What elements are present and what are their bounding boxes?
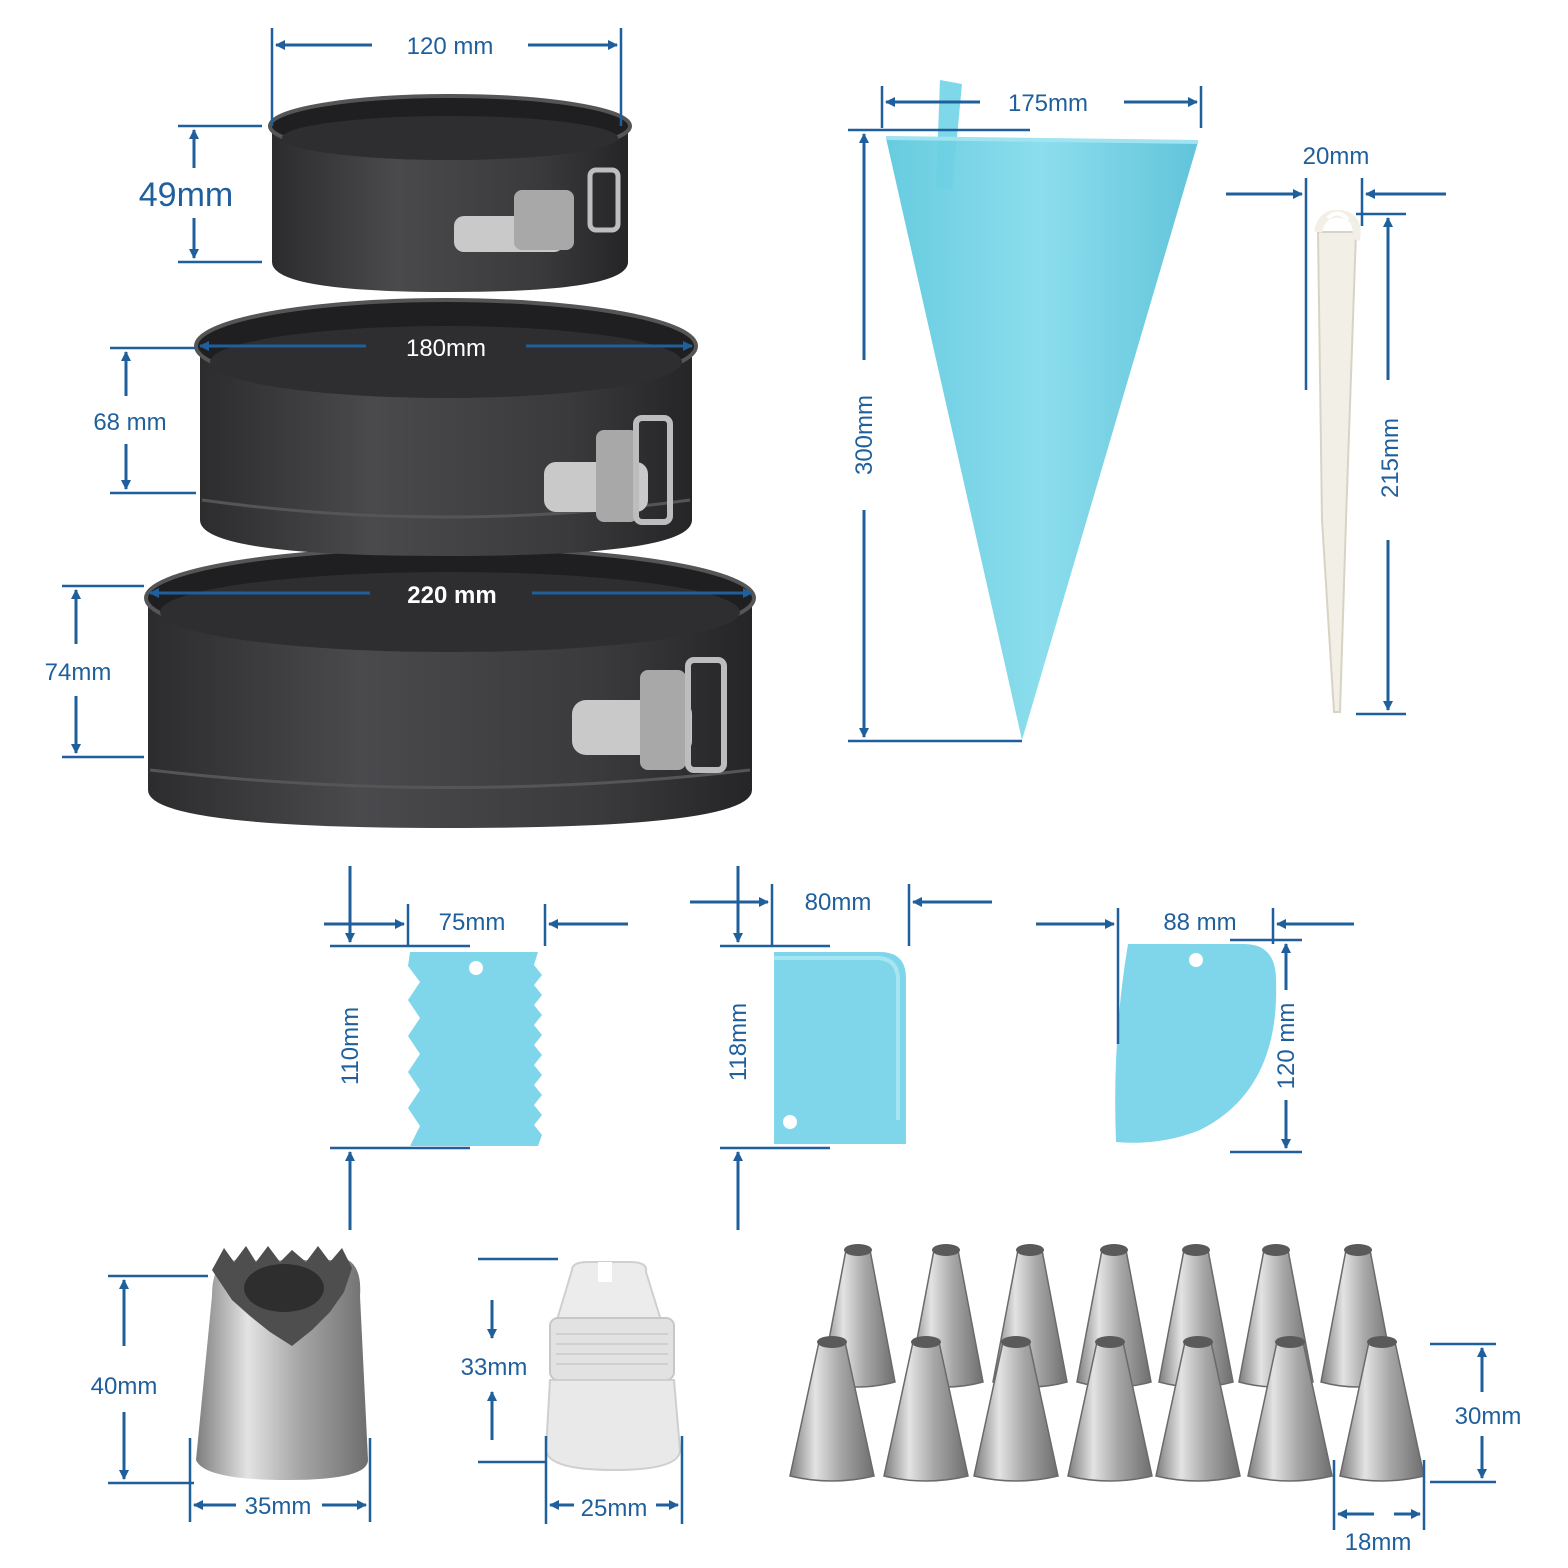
label-small-nozzle-height: 30mm — [1455, 1403, 1522, 1430]
dim-scraper-rect-height: 118mm — [720, 866, 830, 1230]
label-pan-medium-height: 68 mm — [93, 409, 166, 436]
small-nozzle — [1247, 1336, 1333, 1482]
dim-small-nozzle-height: 30mm — [1430, 1342, 1522, 1484]
dim-coupler-width: 25mm — [544, 1436, 684, 1524]
label-big-nozzle-width: 35mm — [245, 1493, 312, 1520]
dim-pan-small-height: 49mm — [139, 124, 262, 264]
label-pan-small-width: 120 mm — [407, 33, 494, 60]
dim-bag-width: 175mm — [880, 86, 1203, 128]
dim-big-nozzle-width: 35mm — [188, 1438, 372, 1522]
dim-pan-large-height: 74mm — [45, 584, 144, 759]
dim-comb-width: 75mm — [324, 904, 628, 946]
rectangular-scraper — [774, 952, 906, 1144]
label-small-nozzle-width: 18mm — [1345, 1529, 1412, 1556]
small-nozzle — [883, 1336, 969, 1482]
label-coupler-height: 33mm — [461, 1354, 528, 1381]
label-scraper-rect-height: 118mm — [725, 1003, 752, 1081]
label-big-nozzle-height: 40mm — [91, 1373, 158, 1400]
label-pan-large-width: 220 mm — [407, 582, 496, 609]
label-comb-height: 110mm — [337, 1007, 364, 1085]
dim-pan-medium-width: 180mm — [199, 335, 693, 362]
label-pan-medium-width: 180mm — [406, 335, 486, 362]
dim-scribe-length: 215mm — [1356, 212, 1406, 716]
dim-big-nozzle-height: 40mm — [91, 1274, 208, 1485]
dim-scribe-width: 20mm — [1226, 143, 1446, 390]
label-scribe-length: 215mm — [1377, 418, 1404, 498]
springform-pan-small — [268, 94, 632, 292]
small-nozzle — [1155, 1336, 1241, 1482]
large-piping-nozzle — [196, 1246, 368, 1480]
dim-pan-large-width: 220 mm — [149, 582, 753, 609]
label-scraper-round-width: 88 mm — [1163, 909, 1236, 936]
label-pan-large-height: 74mm — [45, 659, 112, 686]
label-bag-width: 175mm — [1008, 90, 1088, 117]
piping-coupler — [544, 1261, 682, 1472]
dim-bag-length: 300mm — [848, 128, 1030, 743]
small-nozzle — [973, 1336, 1059, 1482]
round-bowl-scraper — [1115, 944, 1277, 1143]
dim-pan-small-width: 120 mm — [270, 28, 623, 126]
silicone-piping-bag — [885, 80, 1199, 740]
label-scraper-rect-width: 80mm — [805, 889, 872, 916]
pan-latch-large — [572, 657, 727, 773]
dim-scraper-round-width: 88 mm — [1036, 908, 1354, 1044]
dim-scraper-round-height: 120 mm — [1230, 938, 1302, 1154]
dim-pan-medium-height: 68 mm — [93, 346, 196, 495]
dim-scraper-rect-width: 80mm — [690, 884, 992, 946]
label-scraper-round-height: 120 mm — [1273, 1003, 1300, 1090]
label-coupler-width: 25mm — [581, 1495, 648, 1522]
pan-latch-small — [454, 167, 621, 252]
label-scribe-width: 20mm — [1303, 143, 1370, 170]
springform-pan-medium — [194, 298, 698, 556]
pan-latch-medium — [544, 415, 673, 525]
piping-nozzle-set — [789, 1244, 1425, 1482]
comb-scraper — [408, 952, 542, 1146]
dim-small-nozzle-width: 18mm — [1332, 1460, 1426, 1556]
dim-comb-height: 110mm — [330, 866, 470, 1230]
label-comb-width: 75mm — [439, 909, 506, 936]
small-nozzle — [1067, 1336, 1153, 1482]
label-bag-length: 300mm — [851, 395, 878, 475]
small-nozzle — [789, 1336, 875, 1482]
cake-scribe-tool — [1314, 209, 1361, 713]
label-pan-small-height: 49mm — [139, 176, 233, 214]
dim-coupler-height: 33mm — [461, 1257, 558, 1464]
